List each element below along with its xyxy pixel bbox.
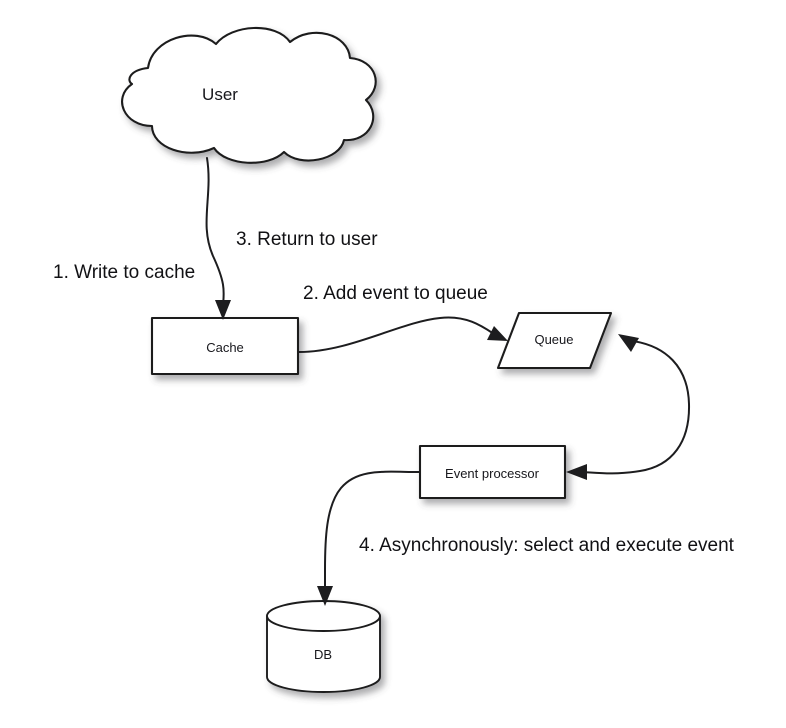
edge-processor-to-db	[317, 470, 420, 606]
arrow-head-event-processor	[566, 464, 587, 480]
arrow-head-db	[317, 586, 333, 606]
edge-queue-processor-loop	[566, 334, 691, 480]
node-cache-label: Cache	[206, 340, 244, 355]
step-label-2: 2. Add event to queue	[303, 283, 488, 304]
step-label-3: 3. Return to user	[236, 229, 378, 250]
node-user-label: User	[202, 85, 238, 104]
node-cache[interactable]: Cache	[150, 316, 300, 376]
edge-user-to-cache	[205, 157, 231, 320]
node-db[interactable]: DB	[266, 600, 381, 693]
node-event-processor-label: Event processor	[445, 466, 540, 481]
step-label-4: 4. Asynchronously: select and execute ev…	[359, 535, 735, 556]
node-event-processor[interactable]: Event processor	[418, 444, 567, 500]
node-queue-label: Queue	[534, 332, 573, 347]
step-label-1: 1. Write to cache	[53, 262, 195, 283]
edge-cache-to-queue	[298, 316, 508, 353]
arrow-head-queue-return	[618, 334, 639, 352]
node-queue[interactable]: Queue	[496, 311, 613, 370]
arrow-head-cache	[215, 300, 231, 320]
node-user[interactable]: User	[121, 26, 377, 164]
node-db-label: DB	[314, 647, 332, 662]
arrow-head-queue	[487, 326, 508, 341]
